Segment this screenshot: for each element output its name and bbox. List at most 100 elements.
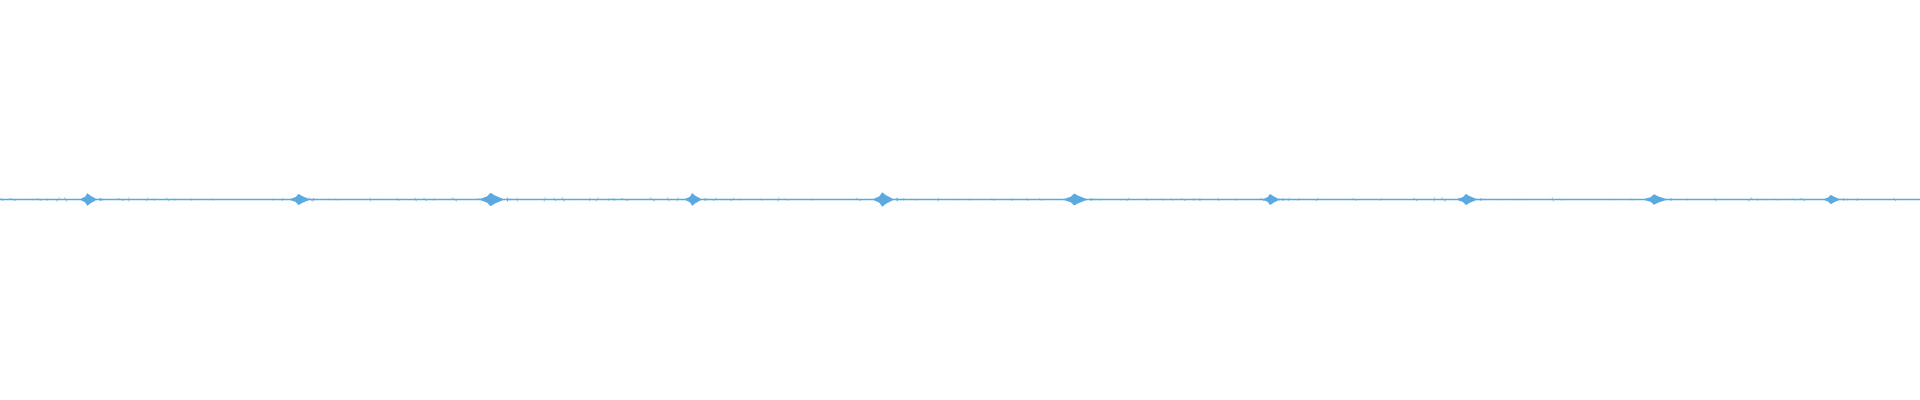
waveform-peak (478, 192, 505, 207)
waveform-noise-tick (145, 197, 149, 202)
waveform-noise-tick (1495, 198, 1500, 201)
waveform-noise-tick (37, 197, 42, 202)
waveform-noise-tick (1846, 198, 1849, 201)
waveform-noise-tick (712, 197, 717, 202)
waveform-noise-tick (31, 198, 33, 201)
waveform-noise-tick (1170, 197, 1174, 202)
waveform-noise-tick (612, 197, 616, 202)
waveform-noise-tick (1524, 198, 1527, 201)
waveform-noise-tick (451, 197, 458, 202)
waveform-noise-tick (63, 197, 68, 202)
waveform-noise-tick (173, 197, 176, 202)
waveform-noise-tick (1026, 197, 1029, 202)
waveform-noise-tick (620, 197, 629, 202)
waveform-noise-tick (730, 197, 735, 202)
waveform-noise-tick (333, 198, 339, 201)
waveform-noise-tick (1686, 198, 1689, 201)
waveform-noise-tick (759, 198, 764, 201)
waveform-noise-tick (1893, 197, 1897, 202)
waveform-noise-tick (783, 198, 790, 201)
waveform-noise-tick (1476, 198, 1480, 201)
waveform-noise-tick (423, 197, 428, 202)
waveform-noise-tick (911, 198, 917, 201)
waveform-noise-tick (991, 197, 995, 202)
waveform-peak (872, 192, 895, 207)
waveform-noise-tick (553, 197, 557, 202)
waveform-noise-tick (777, 197, 780, 202)
waveform-peak (79, 193, 98, 206)
waveform-noise-tick (1413, 197, 1418, 202)
waveform-noise-tick (1038, 197, 1043, 202)
waveform-noise-tick (561, 197, 565, 202)
waveform-noise-tick (0, 197, 4, 202)
waveform-noise-tick (395, 197, 400, 202)
waveform-peak (1642, 194, 1668, 205)
waveform-peak (1455, 193, 1478, 206)
waveform-noise-tick (1784, 198, 1787, 201)
waveform-noise-tick (406, 198, 409, 201)
waveform-noise-tick (811, 198, 813, 201)
waveform-noise-tick (1441, 197, 1447, 202)
waveform-noise-tick (1180, 197, 1186, 202)
waveform-noise-tick (1856, 197, 1859, 202)
waveform-noise-tick (1126, 197, 1130, 202)
waveform-noise-tick (855, 197, 862, 202)
waveform-noise-tick (1765, 198, 1767, 201)
waveform-noise-tick (937, 197, 940, 202)
waveform-noise-tick (190, 197, 193, 202)
waveform-noise-tick (1019, 198, 1022, 201)
waveform-noise-tick (55, 197, 61, 202)
waveform-noise-tick (1714, 197, 1717, 202)
waveform-noise-tick (1145, 197, 1149, 202)
waveform-noise-tick (1315, 197, 1319, 202)
waveform-noise-tick (271, 198, 274, 201)
waveform-peak (1822, 194, 1841, 205)
waveform-noise-tick (1800, 197, 1806, 202)
waveform-noise-tick (153, 197, 156, 202)
waveform-noise-tick (1613, 198, 1616, 201)
waveform-noise-tick (1379, 197, 1383, 202)
waveform-noise-tick (1120, 198, 1123, 201)
waveform-noise-tick (1099, 198, 1103, 201)
waveform-noise-tick (676, 197, 679, 202)
waveform-noise-tick (433, 197, 435, 202)
waveform-noise-tick (649, 197, 656, 202)
waveform-noise-tick (1297, 197, 1300, 202)
waveform-peak (1262, 193, 1280, 206)
waveform-noise-tick (165, 197, 170, 202)
waveform-noise-tick (516, 197, 518, 202)
waveform-noise-tick (1774, 198, 1778, 201)
waveform-noise-tick (369, 197, 372, 202)
waveform-noise-tick (1057, 198, 1061, 201)
waveform-noise-tick (211, 198, 215, 201)
waveform-noise-tick (666, 197, 670, 202)
waveform-noise-tick (1161, 198, 1164, 201)
waveform-noise-tick (308, 196, 314, 203)
waveform-noise-tick (1433, 197, 1436, 202)
waveform-noise-tick (968, 198, 970, 201)
waveform-peak (684, 193, 703, 206)
waveform-peak (1062, 193, 1089, 206)
waveform-peaks (79, 192, 1848, 207)
waveform-noise-tick (1217, 197, 1220, 202)
waveform-noise (0, 196, 1897, 203)
waveform-noise-tick (1558, 198, 1562, 201)
waveform-noise-tick (1630, 197, 1633, 202)
waveform-noise-tick (281, 197, 284, 202)
waveform-noise-tick (571, 198, 574, 201)
waveform-noise-tick (1551, 197, 1555, 202)
waveform-noise-tick (739, 198, 742, 201)
waveform-noise-tick (1513, 198, 1516, 201)
waveform-noise-tick (1352, 197, 1358, 202)
waveform-peak (288, 193, 311, 206)
waveform-noise-tick (1791, 198, 1797, 201)
waveform-noise-tick (328, 198, 332, 201)
waveform-noise-tick (595, 197, 599, 202)
waveform-noise-tick (1747, 197, 1753, 202)
waveform-noise-tick (721, 198, 723, 201)
waveform-noise-tick (414, 197, 417, 202)
waveform-noise-tick (381, 198, 385, 201)
waveform-noise-tick (543, 197, 546, 202)
